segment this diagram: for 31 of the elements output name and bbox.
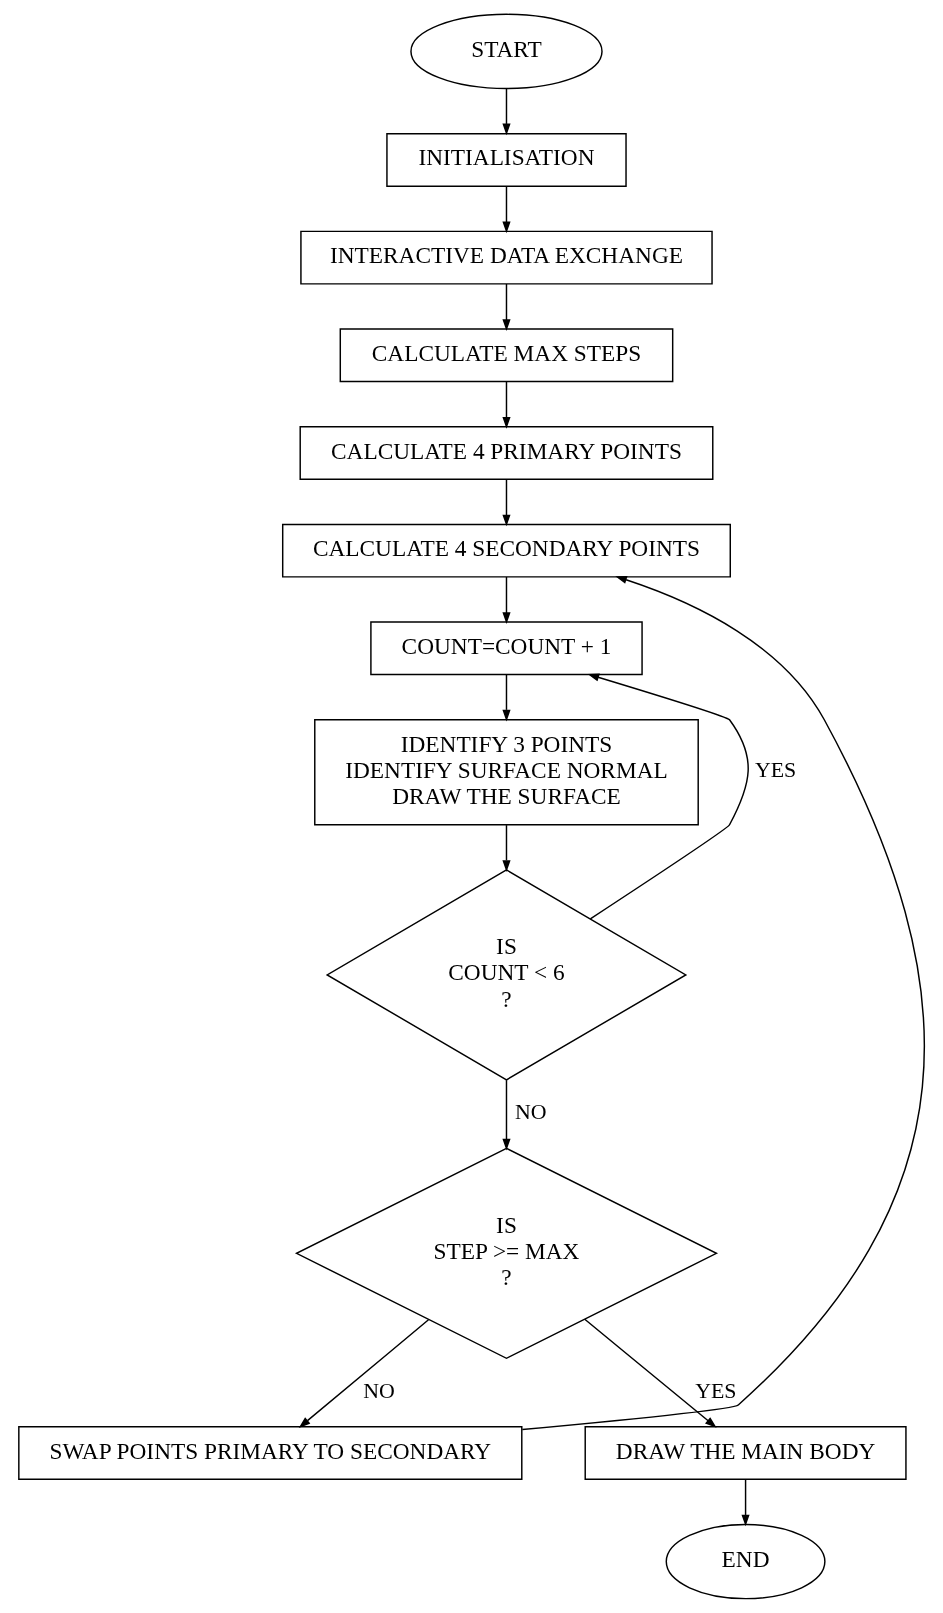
node-diamond: IS STEP >= MAX ? bbox=[294, 1147, 718, 1360]
edge-label: YES bbox=[694, 1378, 737, 1403]
node-box: COUNT=COUNT + 1 bbox=[369, 621, 643, 676]
arrow bbox=[501, 185, 511, 234]
arrow bbox=[501, 380, 511, 429]
arrow bbox=[501, 824, 511, 872]
arrow bbox=[501, 1079, 511, 1151]
arrow bbox=[501, 283, 511, 331]
node-box: SWAP POINTS PRIMARY TO SECONDARY bbox=[17, 1426, 522, 1481]
node-ellipse: END bbox=[665, 1523, 826, 1600]
arrow bbox=[583, 1318, 717, 1428]
node-box: DRAW THE MAIN BODY bbox=[584, 1426, 907, 1481]
edge-label: NO bbox=[362, 1378, 395, 1403]
node-box: INITIALISATION bbox=[385, 132, 627, 187]
arrow bbox=[741, 1478, 750, 1527]
node-diamond: IS COUNT < 6 ? bbox=[325, 869, 687, 1081]
edge-label: NO bbox=[514, 1100, 547, 1125]
arrow bbox=[521, 575, 925, 1431]
arrow bbox=[501, 674, 511, 722]
node-box: CALCULATE MAX STEPS bbox=[339, 328, 673, 383]
node-ellipse: START bbox=[409, 13, 603, 90]
node-box: CALCULATE 4 SECONDARY POINTS bbox=[281, 523, 731, 578]
edge-label: YES bbox=[754, 758, 796, 783]
arrow bbox=[501, 478, 511, 527]
node-box: INTERACTIVE DATA EXCHANGE bbox=[299, 230, 713, 285]
arrow bbox=[501, 576, 511, 624]
node-box: IDENTIFY 3 POINTS IDENTIFY SURFACE NORMAL DRAW THE SURFACE bbox=[313, 719, 699, 826]
arrow bbox=[501, 87, 511, 136]
arrow bbox=[298, 1319, 429, 1428]
node-box: CALCULATE 4 PRIMARY POINTS bbox=[298, 426, 713, 480]
arrow bbox=[587, 673, 749, 920]
